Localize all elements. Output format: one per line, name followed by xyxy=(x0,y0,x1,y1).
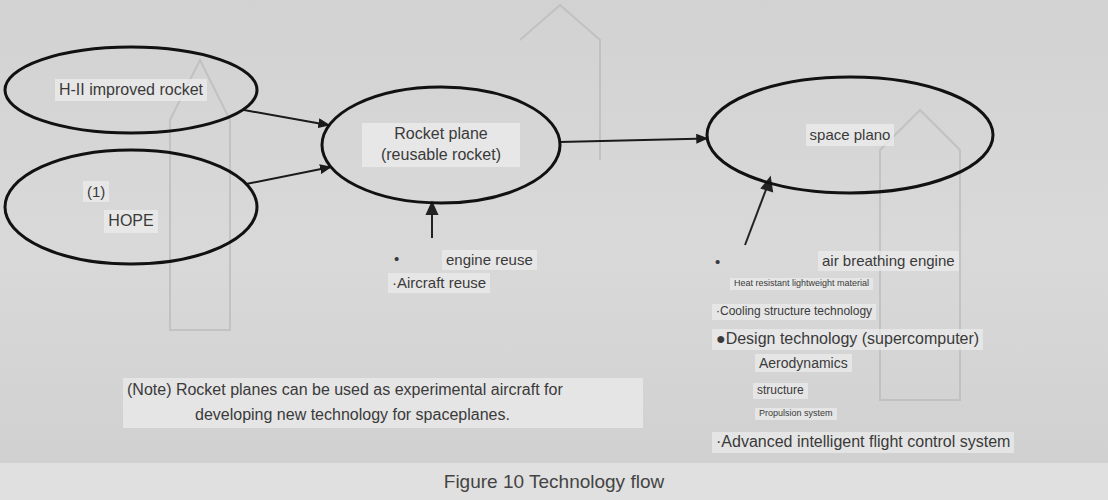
flow-arrow xyxy=(246,167,331,184)
node-text: Rocket plane (reusable rocket) xyxy=(362,123,520,167)
technology-label: ·Aircraft reuse xyxy=(388,273,490,293)
note-text: (Note) Rocket planes can be used as expe… xyxy=(123,378,643,428)
flow-arrow xyxy=(243,110,330,125)
technology-label: ·Advanced intelligent flight control sys… xyxy=(712,432,1014,453)
caption-band: Figure 10 Technology flow xyxy=(0,463,1108,500)
bullet: • xyxy=(711,252,724,272)
technology-label: Propulsion system xyxy=(755,408,837,420)
technology-label: Aerodynamics xyxy=(755,354,852,372)
technology-label: air breathing engine xyxy=(818,251,959,271)
callout-number: (1) xyxy=(83,181,109,203)
bullet: • xyxy=(390,249,403,269)
ellipse-outline xyxy=(3,148,259,266)
node-text: HOPE xyxy=(104,210,157,233)
leader-arrow xyxy=(427,178,772,245)
technology-label: ●Design technology (supercomputer) xyxy=(712,329,983,350)
technology-label: Heat resistant lightweight material xyxy=(730,278,873,290)
ellipse-node: H-II improved rocket xyxy=(3,45,259,135)
flow-arrow xyxy=(560,138,708,142)
ellipse-node: (1) HOPE xyxy=(3,148,259,266)
technology-label: engine reuse xyxy=(442,250,537,270)
ellipse-node: Rocket plane (reusable rocket) xyxy=(320,85,562,205)
caption: Figure 10 Technology flow xyxy=(444,471,664,493)
technology-label: ·Cooling structure technology xyxy=(712,304,876,320)
ellipse-node: space plano xyxy=(705,75,995,195)
node-text: space plano xyxy=(806,124,895,146)
technology-label: structure xyxy=(753,383,808,399)
node-text: H-II improved rocket xyxy=(55,79,207,102)
